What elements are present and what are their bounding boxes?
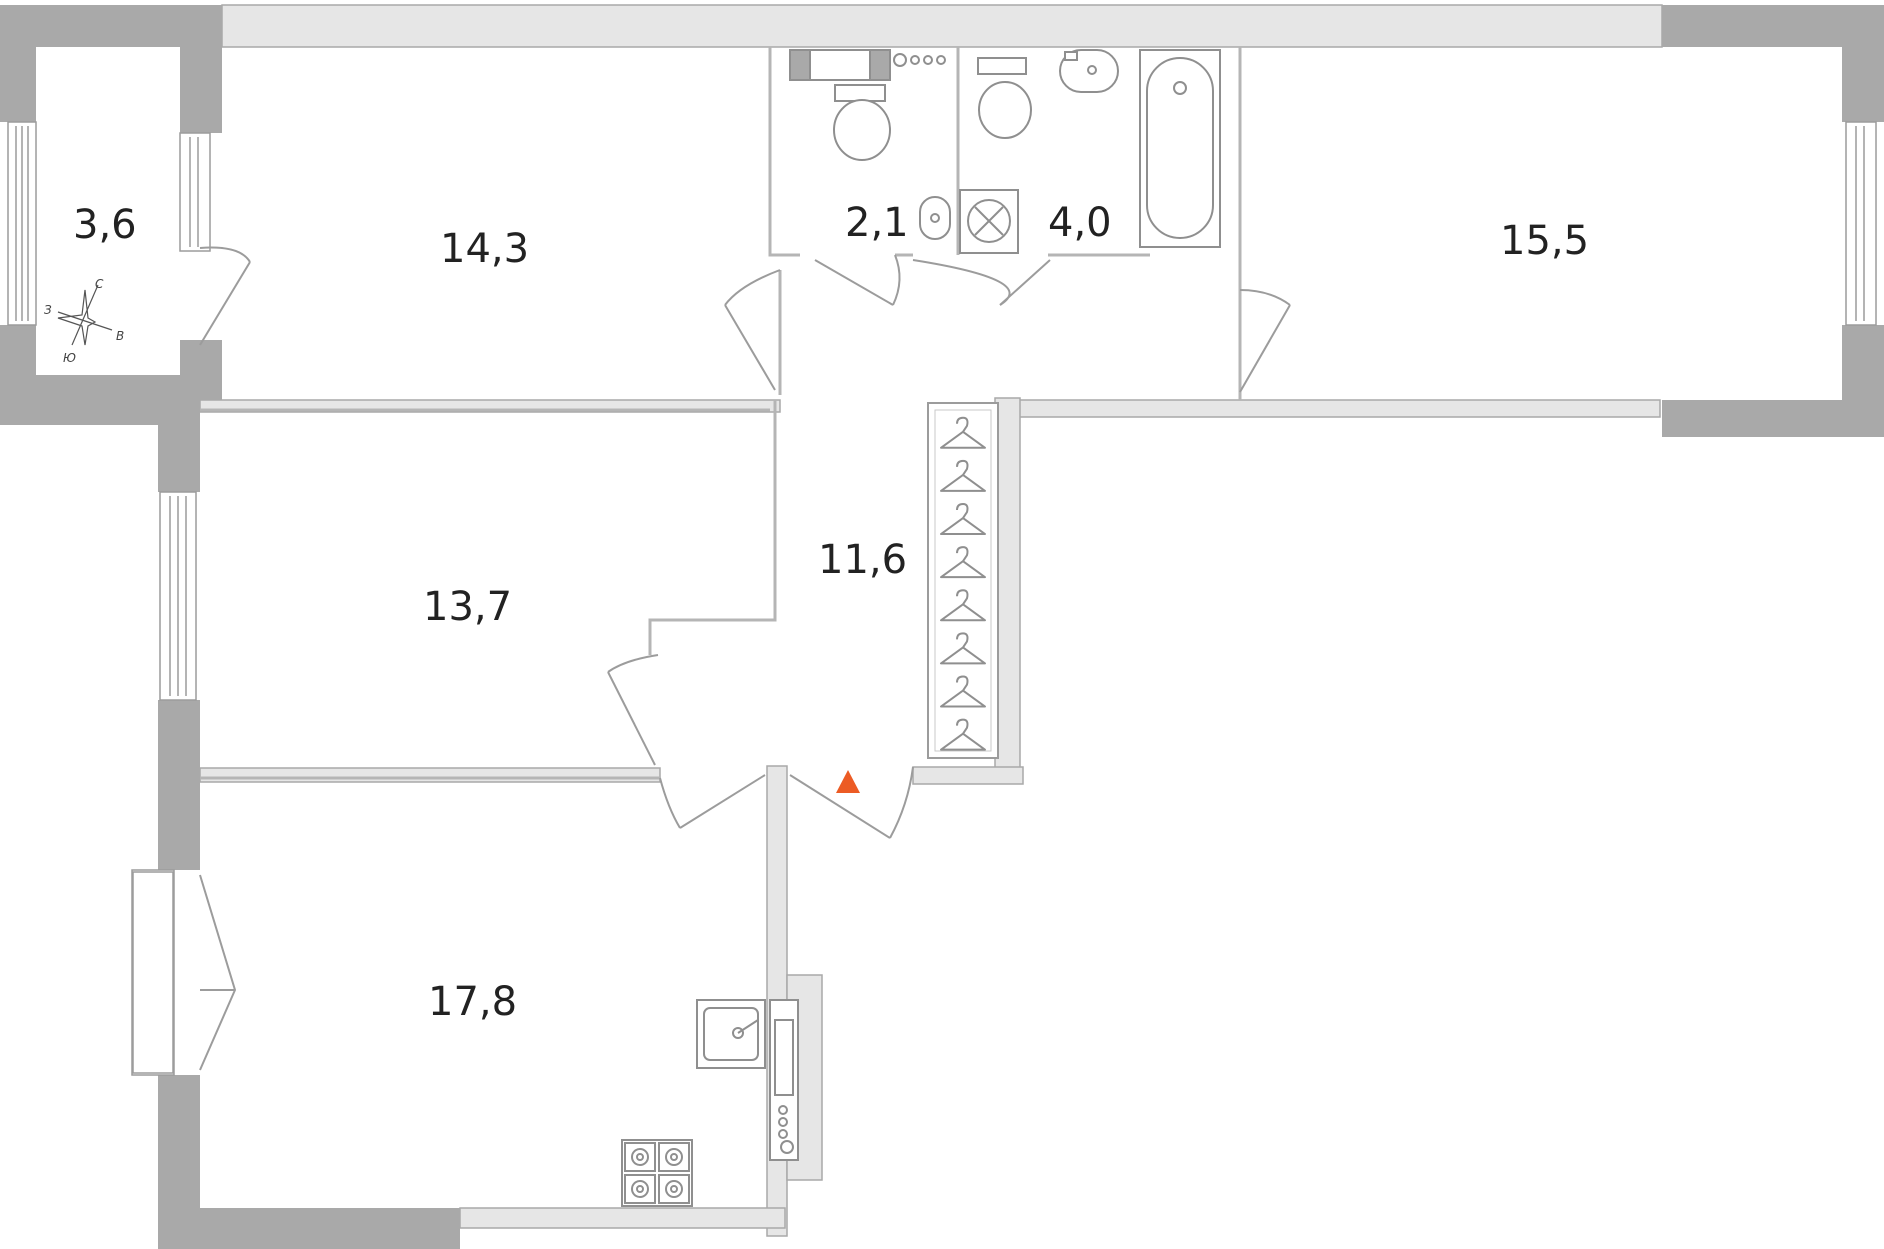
- room-area-balcony: 3,6: [73, 202, 137, 248]
- kitchen-fixtures: [621, 999, 799, 1207]
- room-area-bedroom-top-left: 14,3: [440, 226, 529, 272]
- entrance-marker-icon: [836, 770, 860, 793]
- hanger-icon: [940, 503, 986, 536]
- bathroom-fixtures: [959, 49, 1221, 254]
- room-area-kitchen: 17,8: [428, 979, 517, 1025]
- room-area-wc: 2,1: [845, 200, 909, 246]
- room-area-hallway: 11,6: [818, 537, 907, 583]
- bath-toilet-tank-icon: [977, 57, 1027, 75]
- toilet-icon: [833, 99, 891, 161]
- hanger-icon: [940, 675, 986, 708]
- hanger-icon: [940, 459, 986, 492]
- compass-rose-icon: [57, 284, 113, 346]
- compass-north: С: [95, 277, 104, 291]
- windows: [7, 121, 1877, 1076]
- interior-partitions: [200, 47, 1242, 780]
- compass-south: Ю: [63, 351, 76, 365]
- hanger-list: [940, 416, 986, 751]
- hanger-icon: [940, 416, 986, 449]
- room-area-bathroom: 4,0: [1048, 200, 1112, 246]
- compass-east: В: [116, 329, 124, 343]
- hanger-icon: [940, 546, 986, 579]
- bath-toilet-icon: [978, 81, 1032, 139]
- room-area-bedroom-right: 15,5: [1500, 218, 1589, 264]
- toilet-tank-icon: [834, 84, 886, 102]
- compass-west: З: [44, 303, 52, 317]
- doors: [199, 246, 1291, 1071]
- room-area-bedroom-middle-left: 13,7: [423, 584, 512, 630]
- wc-fixtures: [789, 49, 951, 240]
- hanger-icon: [940, 632, 986, 665]
- outer-walls: [199, 4, 1663, 1237]
- hanger-icon: [940, 718, 986, 751]
- wardrobe: [927, 402, 999, 759]
- hanger-icon: [940, 589, 986, 622]
- structural-walls: [0, 5, 1884, 1249]
